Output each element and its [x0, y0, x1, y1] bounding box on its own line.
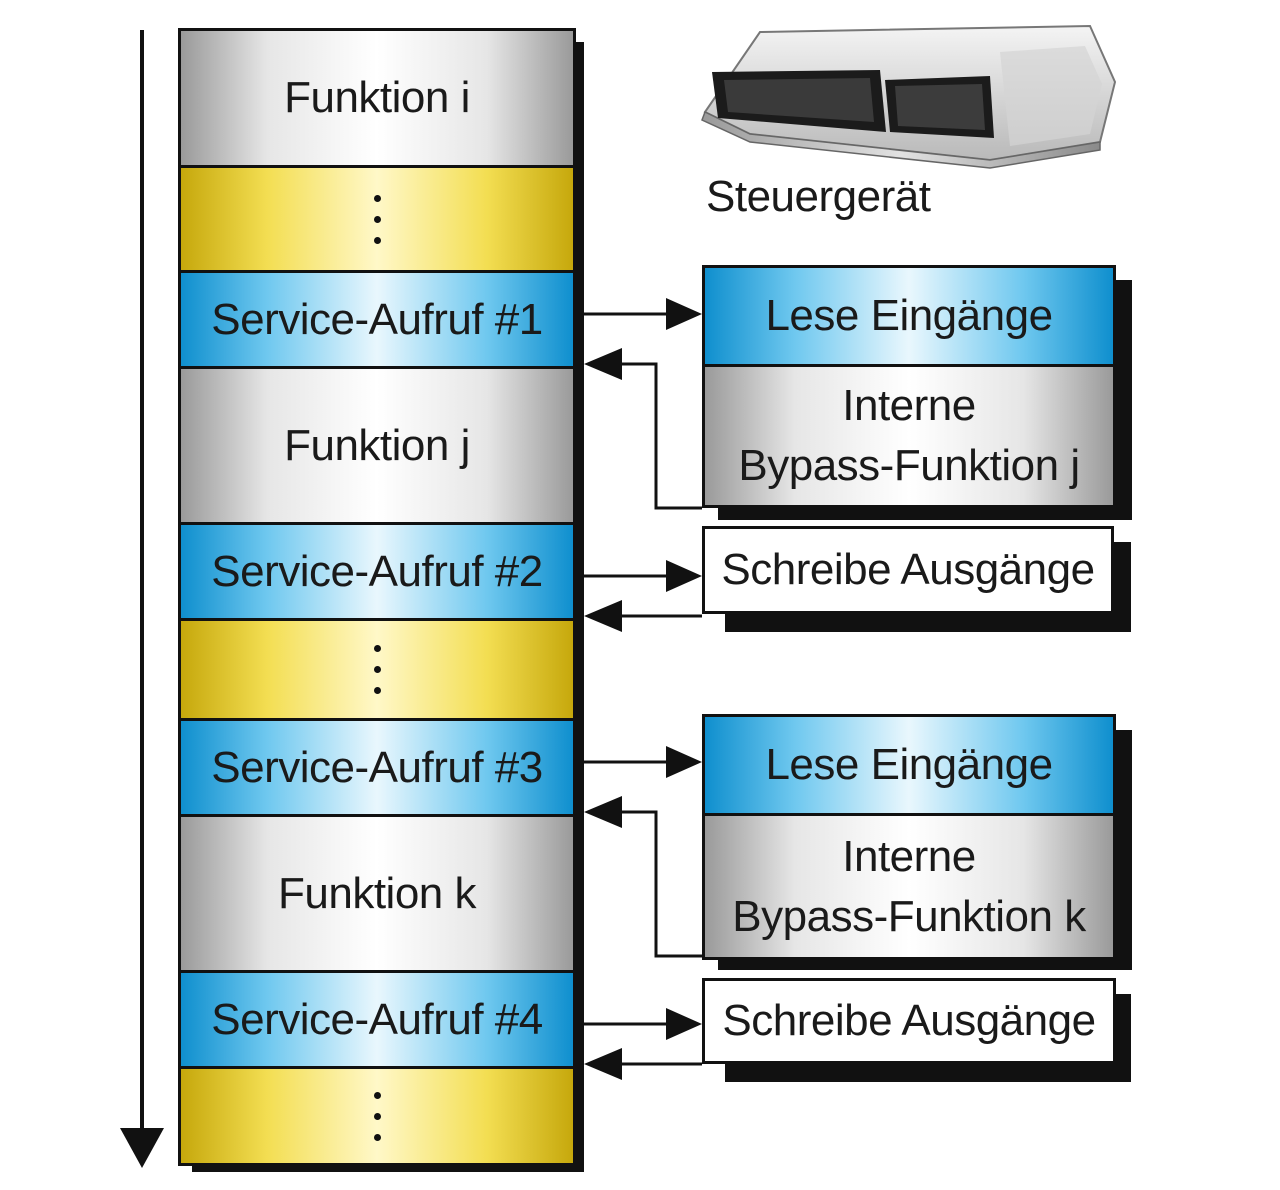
- segment-service-aufruf-4: Service-Aufruf #4: [181, 970, 573, 1066]
- segment-funktion-i: Funktion i: [181, 31, 573, 165]
- ellipsis-dots: [373, 1091, 381, 1141]
- segment-label: Service-Aufruf #1: [211, 294, 543, 344]
- bypass-box-2: Lese Eingänge Interne Bypass-Funktion k: [702, 714, 1116, 960]
- segment-label: Funktion i: [284, 73, 470, 122]
- internal-bypass-line2: Bypass-Funktion j: [738, 441, 1080, 490]
- device-label: Steuergerät: [706, 172, 931, 221]
- read-inputs-label: Lese Eingänge: [765, 740, 1053, 789]
- arrowhead-right: [666, 560, 702, 592]
- program-sequence-stack: Funktion i Service-Aufruf #1 Funktion j …: [178, 28, 576, 1166]
- internal-bypass-line2: Bypass-Funktion k: [732, 891, 1086, 941]
- arrowhead-left: [584, 1048, 622, 1080]
- segment-ellipsis-2: [181, 618, 573, 718]
- read-inputs-box: Lese Eingänge: [705, 717, 1113, 813]
- segment-label: Service-Aufruf #3: [211, 742, 543, 792]
- segment-service-aufruf-2: Service-Aufruf #2: [181, 522, 573, 618]
- segment-funktion-j: Funktion j: [181, 366, 573, 522]
- internal-bypass-line1: Interne: [842, 831, 976, 881]
- time-axis-arrowhead: [120, 1128, 164, 1168]
- ellipsis-dots: [373, 645, 381, 694]
- internal-bypass-line1: Interne: [842, 381, 976, 430]
- read-inputs-box: Lese Eingänge: [705, 268, 1113, 364]
- segment-ellipsis-3: [181, 1066, 573, 1163]
- segment-label: Service-Aufruf #2: [211, 546, 543, 596]
- arrowhead-left: [584, 348, 622, 380]
- time-axis-line: [140, 30, 144, 1145]
- segment-label: Funktion j: [284, 420, 470, 470]
- arrowhead-left: [584, 600, 622, 632]
- segment-label: Funktion k: [278, 868, 476, 918]
- write-outputs-label: Schreibe Ausgänge: [722, 996, 1096, 1045]
- ecu-device-icon: [701, 24, 1117, 169]
- arrowhead-right: [666, 1008, 702, 1040]
- write-outputs-label: Schreibe Ausgänge: [721, 545, 1095, 594]
- write-outputs-box-1: Schreibe Ausgänge: [702, 526, 1114, 614]
- arrowhead-right: [666, 298, 702, 330]
- segment-label: Service-Aufruf #4: [211, 994, 543, 1044]
- bypass-box-1: Lese Eingänge Interne Bypass-Funktion j: [702, 265, 1116, 508]
- ellipsis-dots: [373, 194, 381, 244]
- arrowhead-right: [666, 746, 702, 778]
- arrowhead-left: [584, 796, 622, 828]
- read-inputs-label: Lese Eingänge: [765, 291, 1053, 340]
- segment-ellipsis-1: [181, 165, 573, 270]
- internal-bypass-function-k: Interne Bypass-Funktion k: [705, 813, 1113, 957]
- segment-service-aufruf-3: Service-Aufruf #3: [181, 718, 573, 814]
- internal-bypass-function-j: Interne Bypass-Funktion j: [705, 364, 1113, 505]
- segment-service-aufruf-1: Service-Aufruf #1: [181, 270, 573, 366]
- segment-funktion-k: Funktion k: [181, 814, 573, 970]
- write-outputs-box-2: Schreibe Ausgänge: [702, 978, 1116, 1064]
